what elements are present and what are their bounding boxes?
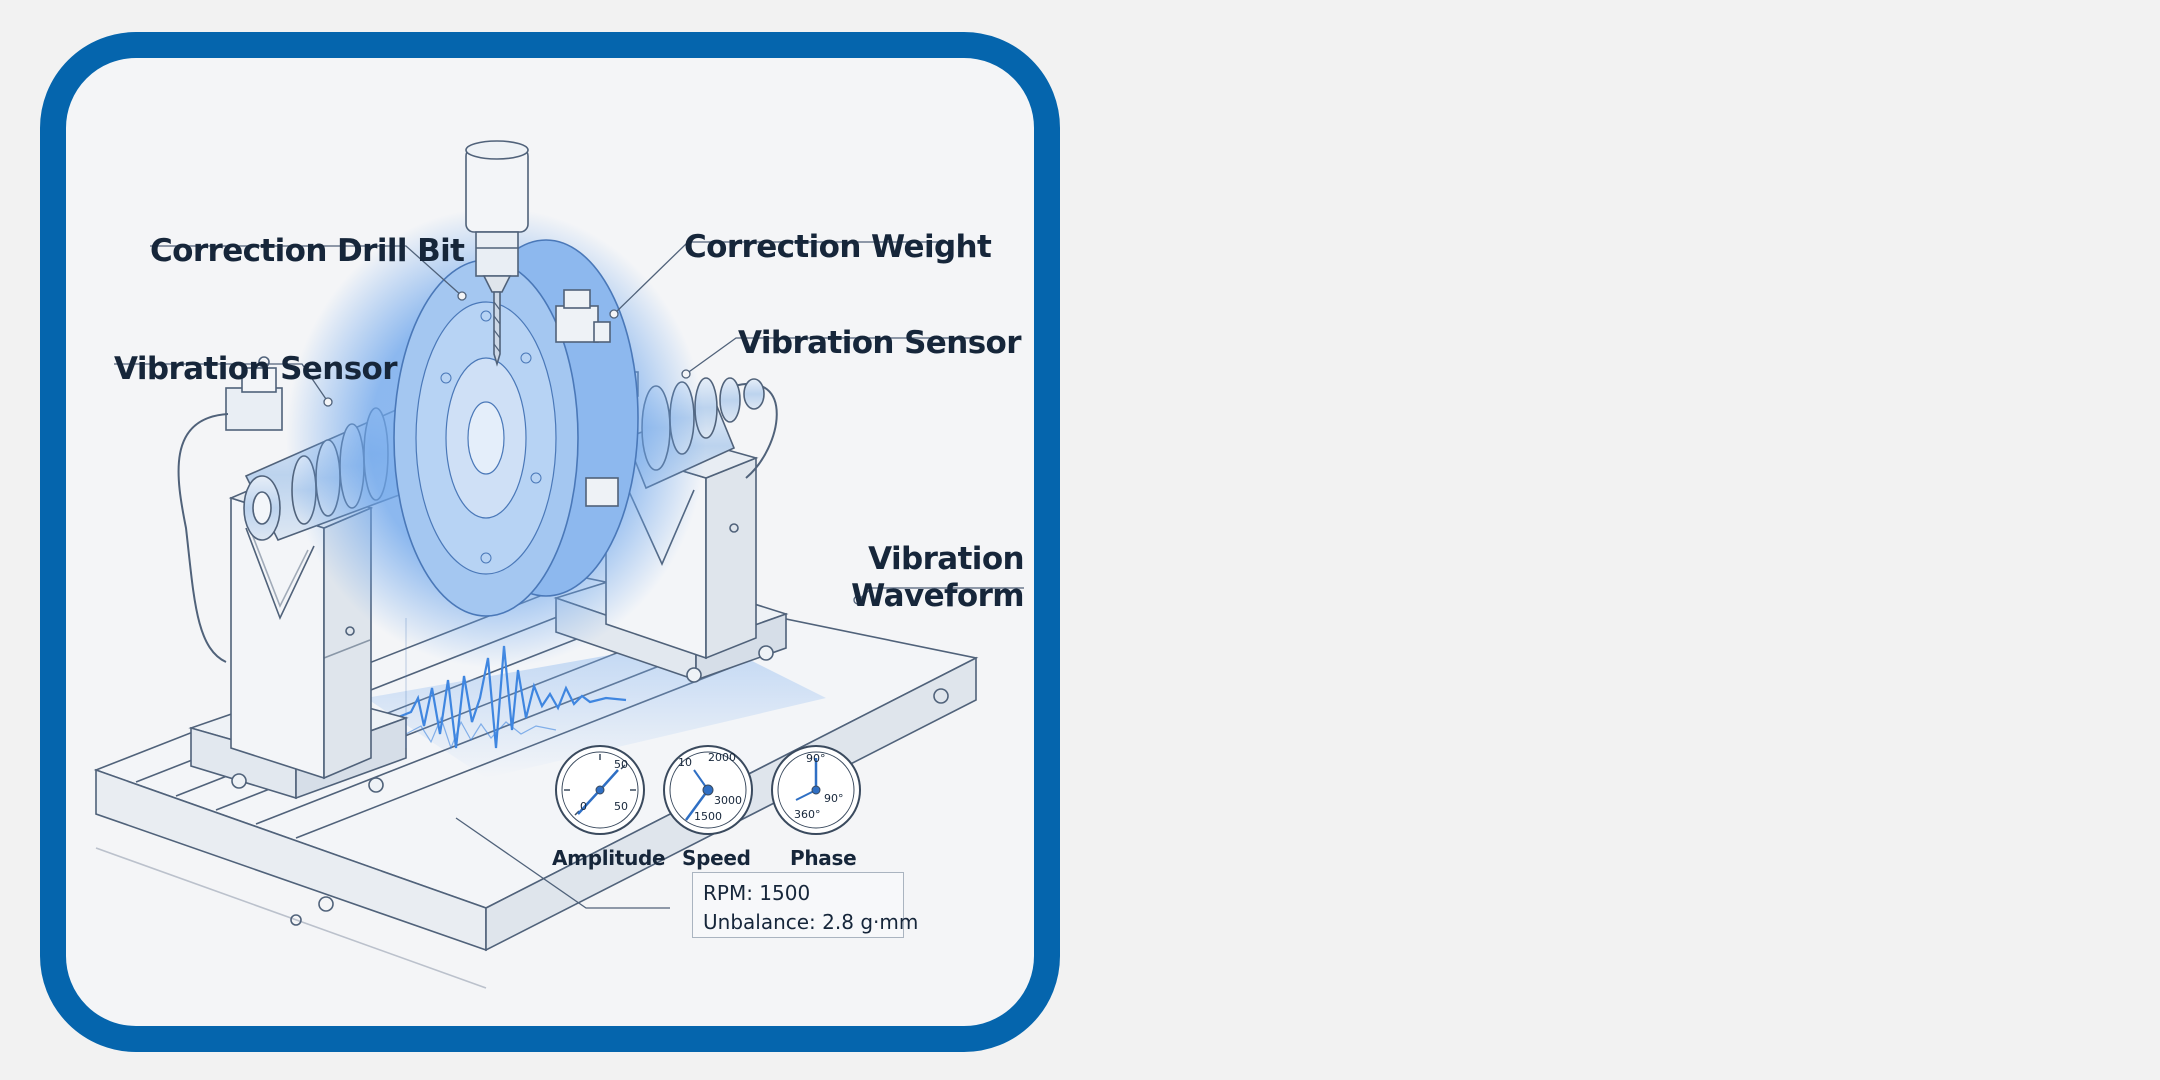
readout-panel: RPM: 1500 Unbalance: 2.8 g·mm (692, 872, 919, 938)
readout-unbalance: Unbalance: 2.8 g·mm (703, 910, 919, 934)
gauge-label-amplitude: Amplitude (552, 846, 666, 870)
speed-tick-3000: 3000 (714, 794, 742, 807)
label-vibration-waveform: Vibration Waveform (851, 544, 1024, 612)
readout-rpm: RPM: 1500 (703, 881, 811, 905)
label-vibration-sensor-left: Vibration Sensor (114, 351, 398, 387)
balancing-machine-illustration: 50 50 0 10 2000 3000 1500 90° 90° 360° (93, 140, 1024, 989)
label-vibration-waveform-line2: Waveform (851, 578, 1024, 614)
label-vibration-sensor-right: Vibration Sensor (738, 325, 1022, 361)
phase-tick-bottom: 360° (794, 808, 821, 821)
amplitude-tick-zero: 0 (580, 800, 587, 813)
label-correction-drill-bit: Correction Drill Bit (150, 233, 465, 269)
amplitude-tick-right: 50 (614, 800, 628, 813)
label-correction-weight: Correction Weight (684, 229, 992, 265)
speed-tick-1500: 1500 (694, 810, 722, 823)
gauge-speed (663, 745, 753, 835)
correction-weight (555, 289, 619, 507)
speed-tick-2000: 2000 (708, 751, 736, 764)
gauge-phase (771, 745, 861, 835)
gauge-label-phase: Phase (790, 846, 857, 870)
speed-tick-10: 10 (678, 756, 692, 769)
gauge-label-speed: Speed (682, 846, 751, 870)
gauge-amplitude (555, 745, 645, 835)
amplitude-tick-top: 50 (614, 758, 628, 771)
phase-tick-right: 90° (824, 792, 844, 805)
label-vibration-waveform-line1: Vibration (868, 541, 1024, 577)
callout-lines (114, 241, 1024, 909)
phase-tick-top: 90° (806, 752, 826, 765)
diagram-frame: 50 50 0 10 2000 3000 1500 90° 90° 360° C… (40, 32, 1060, 1052)
drill (465, 140, 529, 367)
